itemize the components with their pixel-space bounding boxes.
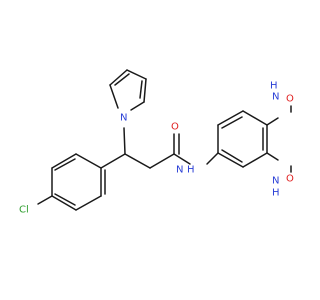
chlorine-atom: Cl	[19, 205, 29, 216]
bond	[54, 158, 76, 171]
atom-labels: Cl N O N H N H N H O O	[19, 81, 294, 216]
amide-hydrogen-atom: H	[187, 165, 195, 176]
bond	[266, 152, 279, 161]
bond	[114, 73, 130, 86]
bond	[124, 153, 151, 169]
bond	[130, 101, 145, 111]
bond	[75, 195, 102, 211]
carbonyl-oxygen-bottom-atom: O	[286, 174, 294, 185]
pyrrole-nitrogen-atom: N	[120, 113, 127, 124]
ring-hydrogen-top-atom: H	[270, 81, 278, 92]
bond	[123, 127, 126, 155]
ring-hydrogen-bottom-atom: H	[272, 188, 280, 199]
bond	[109, 69, 128, 86]
bonds	[37, 69, 292, 211]
carbonyl-oxygen-top-atom: O	[286, 94, 294, 105]
bond	[75, 153, 102, 169]
ring-nitrogen-bottom-atom: N	[272, 176, 279, 187]
amide-nitrogen-atom: N	[176, 165, 183, 176]
bond	[221, 116, 243, 129]
bond	[266, 117, 279, 126]
bond	[109, 84, 119, 109]
bond	[37, 195, 53, 205]
bond	[143, 78, 147, 103]
molecule-structure: Cl N O N H N H N H O O	[19, 69, 294, 216]
bond	[217, 110, 244, 126]
bond	[100, 153, 126, 169]
bond	[242, 110, 268, 126]
bond	[149, 153, 175, 169]
bond	[173, 153, 191, 165]
bond	[242, 152, 268, 168]
ring-nitrogen-top-atom: N	[272, 92, 279, 103]
bond	[221, 149, 243, 163]
amide-oxygen-atom: O	[171, 122, 179, 133]
bond	[206, 152, 219, 165]
bond	[51, 195, 77, 211]
bond	[54, 193, 76, 206]
bond	[217, 152, 244, 168]
bond	[126, 69, 147, 80]
bond	[51, 153, 77, 169]
bond	[139, 80, 143, 99]
